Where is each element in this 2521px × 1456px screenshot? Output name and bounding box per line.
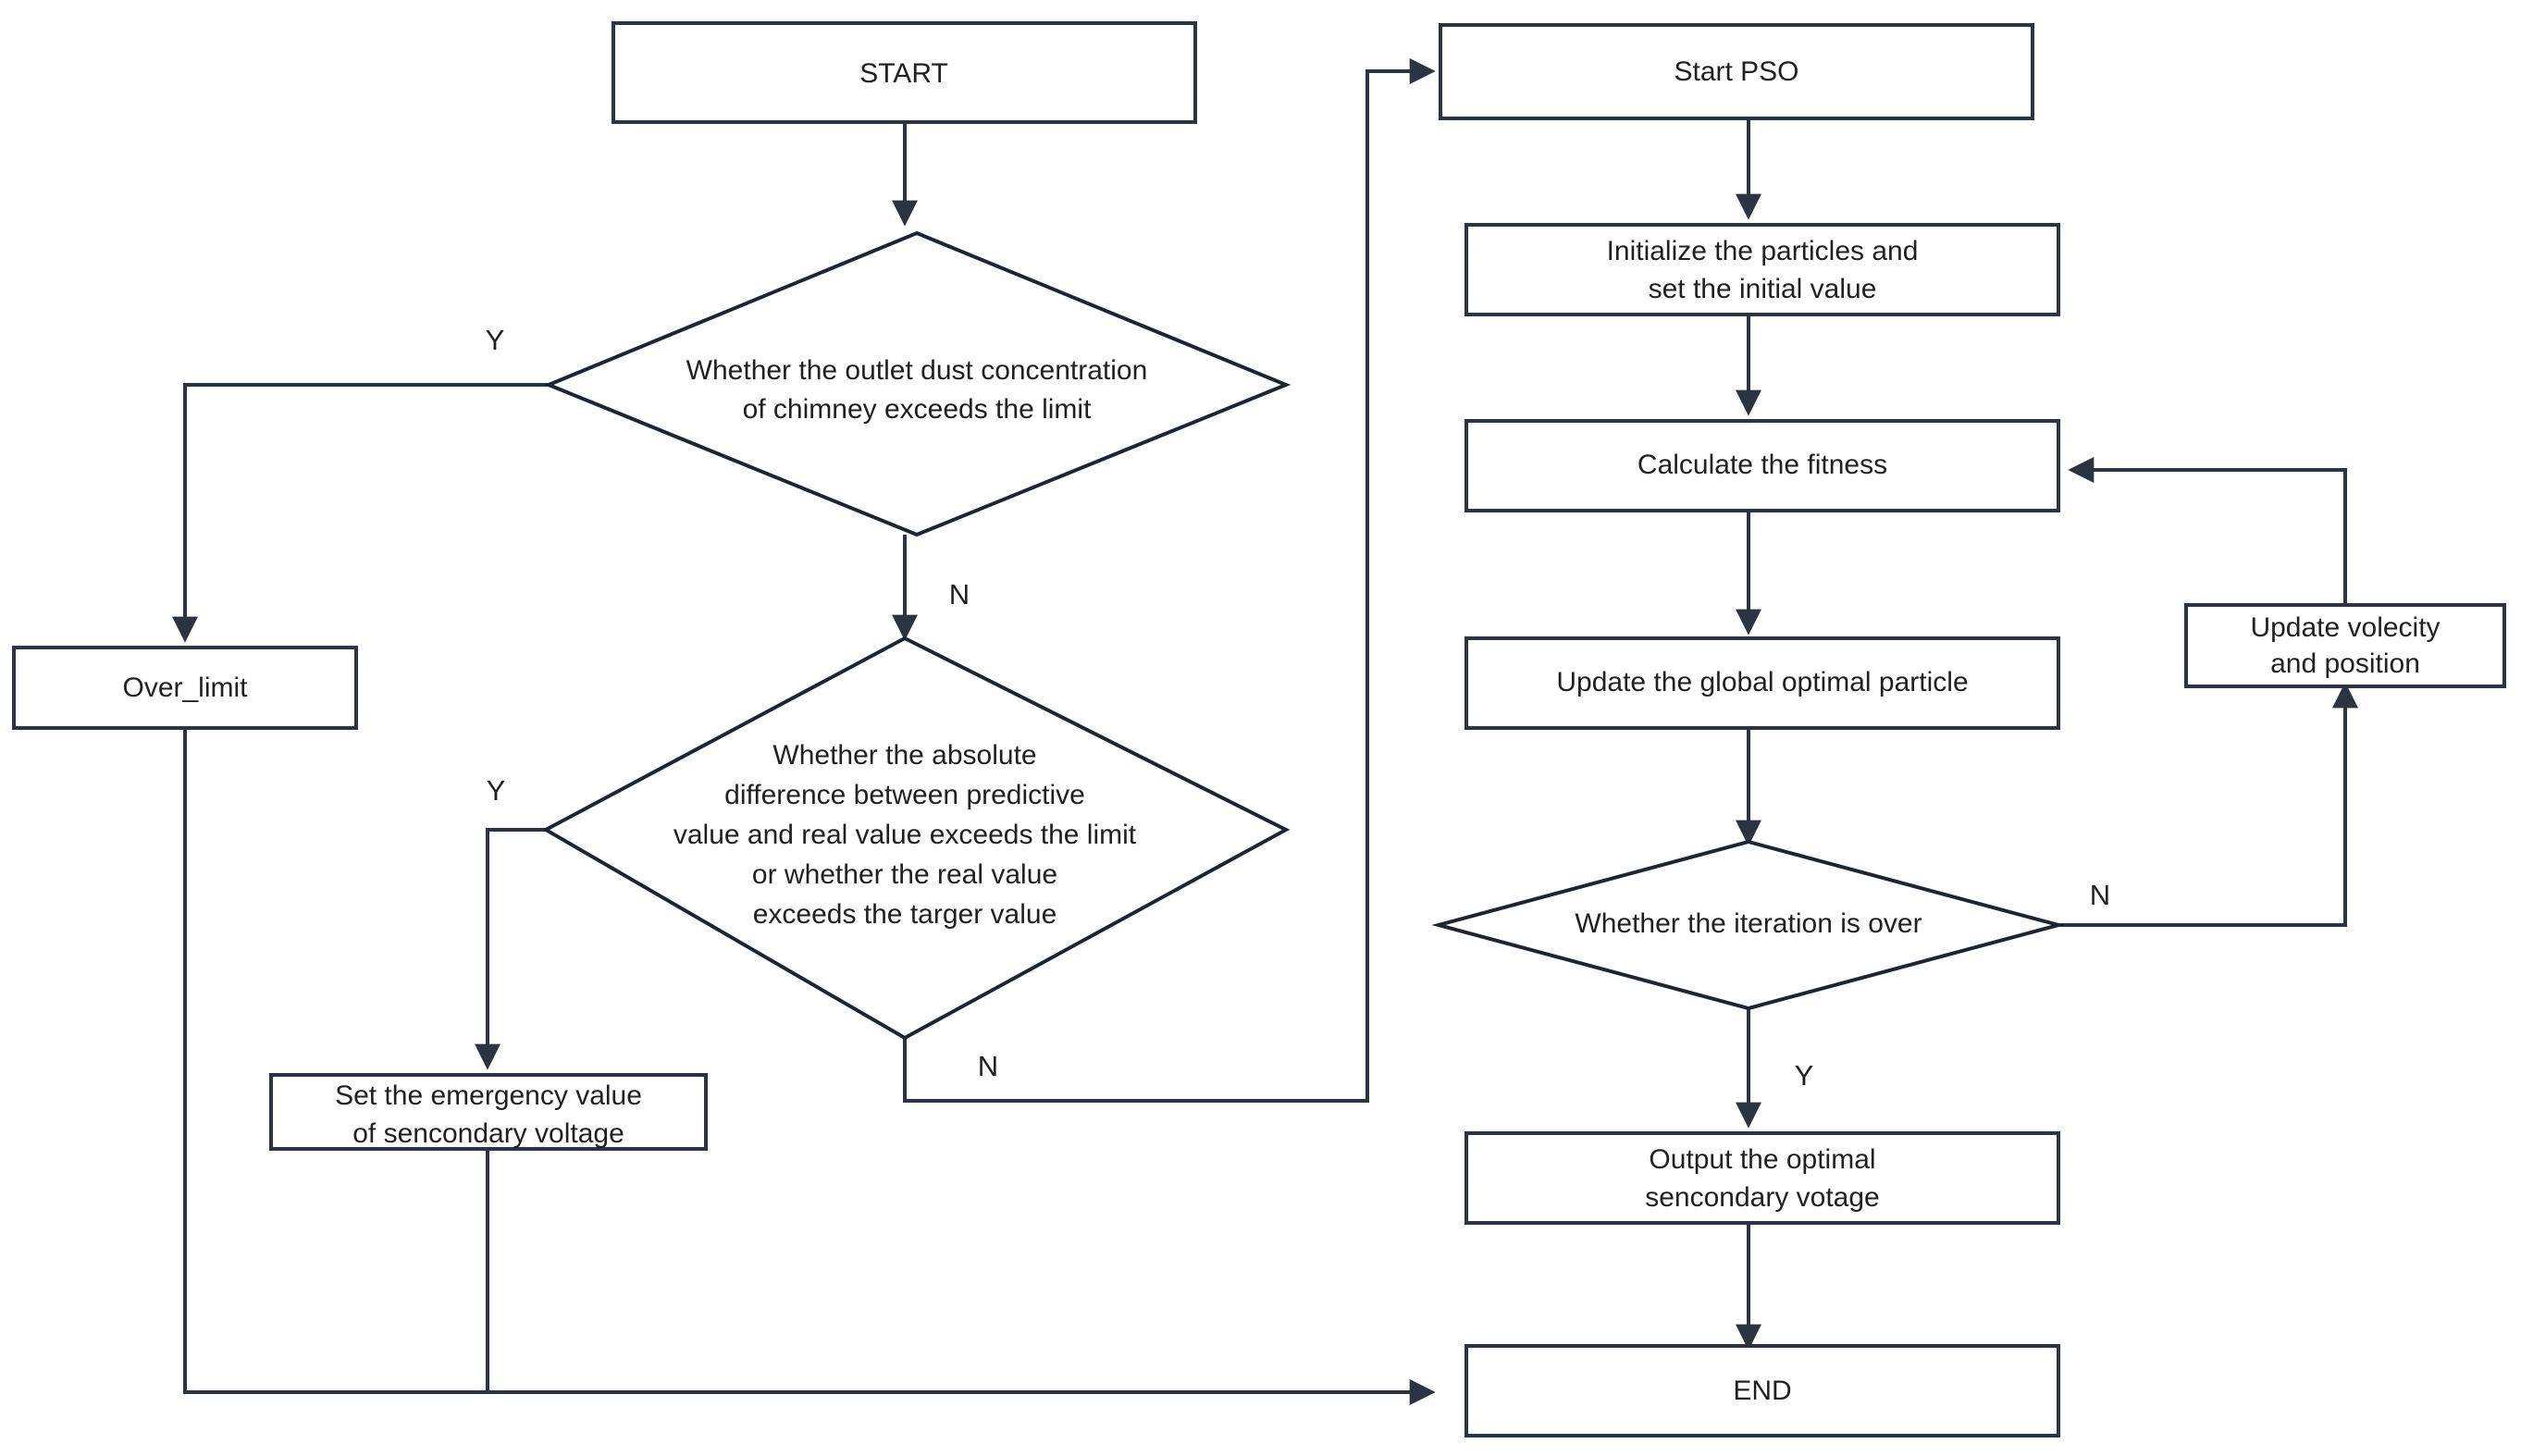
node-output-optimal-line1: Output the optimal <box>1649 1144 1875 1175</box>
node-calculate-fitness[interactable]: Calculate the fitness <box>1464 419 2060 512</box>
node-initialize[interactable]: Initialize the particles and set the ini… <box>1464 223 2060 316</box>
node-update-velocity-line2: and position <box>2270 648 2420 679</box>
node-start-label: START <box>859 58 948 89</box>
edge-label-diff-yes: Y <box>487 774 506 807</box>
node-decision-diff-line2: difference between predictive <box>724 780 1085 810</box>
node-calculate-fitness-label: Calculate the fitness <box>1637 450 1887 480</box>
edge-label-diff-no: N <box>978 1050 998 1082</box>
node-decision-diff[interactable]: Whether the absolute difference between … <box>541 635 1291 1041</box>
node-initialize-line1: Initialize the particles and <box>1607 236 1919 266</box>
node-output-optimal[interactable]: Output the optimal sencondary votage <box>1464 1131 2060 1225</box>
node-update-velocity[interactable]: Update volecity and position <box>2184 603 2506 688</box>
node-start-pso-label: Start PSO <box>1674 56 1798 87</box>
node-decision-dust-line2: of chimney exceeds the limit <box>743 394 1092 425</box>
edge-labels-layer: Y N Y N N Y <box>486 324 2111 1092</box>
node-decision-iteration-label: Whether the iteration is over <box>1575 908 1922 939</box>
node-decision-dust[interactable]: Whether the outlet dust concentration of… <box>543 230 1291 537</box>
edge-label-iteration-no: N <box>2090 879 2110 911</box>
edge-diff-no-to-startpso <box>903 58 1436 1103</box>
node-decision-diff-line5: exceeds the targer value <box>753 899 1057 930</box>
edge-label-dust-yes: Y <box>486 324 505 356</box>
node-initialize-line2: set the initial value <box>1649 274 1877 304</box>
node-end[interactable]: END <box>1464 1344 2060 1437</box>
node-start-pso[interactable]: Start PSO <box>1439 23 2034 120</box>
edge-dust-yes-to-overlimit <box>172 383 549 643</box>
node-end-label: END <box>1733 1376 1791 1406</box>
node-set-emergency-line1: Set the emergency value <box>335 1080 642 1111</box>
node-over-limit[interactable]: Over_limit <box>12 646 358 730</box>
node-set-emergency-line2: of sencondary voltage <box>352 1118 624 1149</box>
edge-updatevelocity-to-fitness <box>2068 457 2347 605</box>
node-decision-diff-line4: or whether the real value <box>752 859 1057 890</box>
edge-iteration-no-to-updatevelocity <box>2058 682 2358 927</box>
node-decision-dust-line1: Whether the outlet dust concentration <box>686 355 1148 386</box>
node-set-emergency[interactable]: Set the emergency value of sencondary vo… <box>269 1073 708 1151</box>
node-start[interactable]: START <box>612 21 1197 124</box>
edges-layer <box>172 58 2358 1405</box>
node-decision-diff-line3: value and real value exceeds the limit <box>674 820 1137 850</box>
node-decision-iteration[interactable]: Whether the iteration is over <box>1431 839 2066 1011</box>
edge-diff-yes-to-setemergency <box>475 828 546 1070</box>
node-update-global-label: Update the global optimal particle <box>1556 667 1968 697</box>
node-output-optimal-line2: sencondary votage <box>1645 1182 1880 1213</box>
node-update-global[interactable]: Update the global optimal particle <box>1464 636 2060 730</box>
node-over-limit-label: Over_limit <box>122 672 248 703</box>
node-decision-diff-line1: Whether the absolute <box>772 740 1036 771</box>
edge-overlimit-to-end <box>183 728 1436 1405</box>
node-update-velocity-line1: Update volecity <box>2250 612 2440 643</box>
edge-label-iteration-yes: Y <box>1795 1059 1814 1092</box>
edge-label-dust-no: N <box>949 578 970 611</box>
